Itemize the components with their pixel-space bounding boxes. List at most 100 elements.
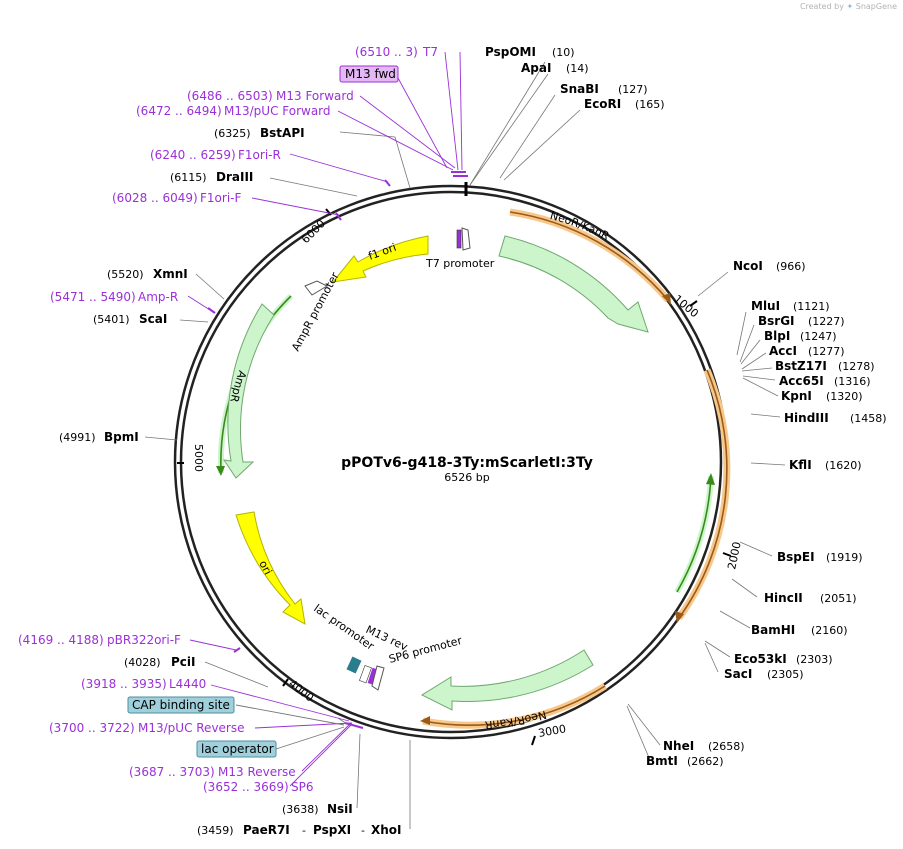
site-mlui[interactable]: MluI <box>751 299 780 313</box>
site-pspomi[interactable]: PspOMI <box>485 45 536 59</box>
primer-f1ori-f[interactable]: F1ori-F <box>200 191 241 205</box>
site-hindiii-pos: (1458) <box>850 412 887 425</box>
primer-connectors <box>187 51 463 787</box>
f1ori-arrow[interactable] <box>331 235 429 283</box>
site-nsii-pos: (3638) <box>282 803 319 816</box>
site-ncoi-pos: (966) <box>776 260 806 273</box>
site-paer7i[interactable]: PaeR7I <box>243 823 290 837</box>
primer-l4440-range: (3918 .. 3935) <box>81 677 167 691</box>
sp6-promoter-arrow[interactable] <box>371 665 385 691</box>
primer-ampr[interactable]: Amp-R <box>138 290 178 304</box>
site-kfli-pos: (1620) <box>825 459 862 472</box>
primer-m13puc-fwd[interactable]: M13/pUC Forward <box>224 104 331 118</box>
site-xhoi[interactable]: XhoI <box>371 823 402 837</box>
ori-arrow[interactable] <box>235 511 306 625</box>
primer-m13fwd[interactable]: M13 Forward <box>276 89 354 103</box>
site-ncoi[interactable]: NcoI <box>733 259 763 273</box>
primer-pbr322[interactable]: pBR322ori-F <box>107 633 181 647</box>
primer-m13rev[interactable]: M13 Reverse <box>218 765 296 779</box>
site-bamhi[interactable]: BamHI <box>751 623 795 637</box>
site-blpi[interactable]: BlpI <box>764 329 790 343</box>
primer-t7[interactable]: T7 <box>422 45 438 59</box>
ampr-arrow[interactable] <box>222 303 275 479</box>
snapgene-logo-icon: ✦ <box>846 2 854 11</box>
site-pcii[interactable]: PciI <box>171 655 196 669</box>
primer-t7-range: (6510 .. 3) <box>355 45 418 59</box>
lac-operator-label: lac operator <box>201 742 274 756</box>
neokanr-1-arrow[interactable] <box>498 235 649 333</box>
site-kpni-pos: (1320) <box>826 390 863 403</box>
site-nsii[interactable]: NsiI <box>327 802 353 816</box>
boxed-labels: M13 fwd CAP binding site lac operator <box>127 65 399 758</box>
site-sep-1: - <box>302 824 306 837</box>
site-eco53ki-pos: (2303) <box>796 653 833 666</box>
site-kpni[interactable]: KpnI <box>781 389 812 403</box>
site-pspxi[interactable]: PspXI <box>313 823 351 837</box>
plasmid-name: pPOTv6-g418-3Ty:mScarletI:3Ty <box>341 455 593 471</box>
site-apai-pos: (14) <box>566 62 589 75</box>
site-nhei[interactable]: NheI <box>663 739 694 753</box>
m13rev-block <box>367 667 378 685</box>
lac-operator-box[interactable] <box>196 740 277 758</box>
site-ecori[interactable]: EcoRI <box>584 97 621 111</box>
cap-site-label: CAP binding site <box>132 698 230 712</box>
site-pcii-pos: (4028) <box>124 656 161 669</box>
site-sep-2: - <box>361 824 365 837</box>
primer-labels: (6510 .. 3) T7 (6486 .. 6503) M13 Forwar… <box>18 45 438 794</box>
primer-m13puc-rev[interactable]: M13/pUC Reverse <box>138 721 245 735</box>
site-scai-pos: (5401) <box>93 313 130 326</box>
site-bsrgi-pos: (1227) <box>808 315 845 328</box>
feature-label-t7-promoter: T7 promoter <box>425 257 495 270</box>
ampr-promoter-arrow[interactable] <box>304 280 329 296</box>
site-draiii[interactable]: DraIII <box>216 170 253 184</box>
site-bstapi[interactable]: BstAPI <box>260 126 305 140</box>
primer-f1ori-r-range: (6240 .. 6259) <box>150 148 236 162</box>
site-hindiii[interactable]: HindIII <box>784 411 829 425</box>
site-scai[interactable]: ScaI <box>139 312 167 326</box>
site-xmni[interactable]: XmnI <box>153 267 188 281</box>
feature-arrows <box>222 227 649 711</box>
cap-site-box[interactable] <box>127 696 235 714</box>
tick-6000: 6000 <box>299 217 328 246</box>
primer-sp6[interactable]: SP6 <box>291 780 314 794</box>
site-apai[interactable]: ApaI <box>521 61 551 75</box>
site-xmni-pos: (5520) <box>107 268 144 281</box>
site-bstz17i[interactable]: BstZ17I <box>775 359 827 373</box>
site-bstapi-pos: (6325) <box>214 127 251 140</box>
primer-m13fwd-range: (6486 .. 6503) <box>187 89 273 103</box>
site-bottom-pos: (3459) <box>197 824 234 837</box>
site-eco53ki[interactable]: Eco53kI <box>734 652 787 666</box>
site-nhei-pos: (2658) <box>708 740 745 753</box>
tick-5000: 5000 <box>192 444 205 472</box>
tick-3000: 3000 <box>537 722 567 740</box>
site-bspei-pos: (1919) <box>826 551 863 564</box>
site-acc65i-pos: (1316) <box>834 375 871 388</box>
site-bpmi-pos: (4991) <box>59 431 96 444</box>
site-hincii[interactable]: HincII <box>764 591 803 605</box>
t7-primer-block <box>456 229 462 249</box>
lac-promoter-block <box>359 665 372 684</box>
site-bpmi[interactable]: BpmI <box>104 430 139 444</box>
app-credit: Created by ✦ SnapGene <box>800 2 897 11</box>
plasmid-size: 6526 bp <box>444 471 489 484</box>
site-kfli[interactable]: KflI <box>789 458 812 472</box>
sites-left: (6325) BstAPI (6115) DraIII (5520) XmnI … <box>59 126 402 837</box>
tick-2000: 2000 <box>725 541 744 571</box>
site-bspei[interactable]: BspEI <box>777 550 815 564</box>
site-pspomi-pos: (10) <box>552 46 575 59</box>
site-bmti[interactable]: BmtI <box>646 754 678 768</box>
primer-f1ori-r[interactable]: F1ori-R <box>238 148 281 162</box>
site-acci[interactable]: AccI <box>769 344 797 358</box>
site-saci[interactable]: SacI <box>724 667 752 681</box>
primer-m13rev-range: (3687 .. 3703) <box>129 765 215 779</box>
site-blpi-pos: (1247) <box>800 330 837 343</box>
m13fwd-box[interactable] <box>339 65 399 83</box>
site-acc65i[interactable]: Acc65I <box>779 374 824 388</box>
site-snabi[interactable]: SnaBI <box>560 82 599 96</box>
t7-promoter-arrow[interactable] <box>461 227 471 251</box>
site-bsrgi[interactable]: BsrGI <box>758 314 795 328</box>
primer-l4440[interactable]: L4440 <box>169 677 206 691</box>
credit-brand: SnapGene <box>855 2 897 11</box>
neokanr-2-arrow[interactable] <box>420 649 594 711</box>
site-draiii-pos: (6115) <box>170 171 207 184</box>
